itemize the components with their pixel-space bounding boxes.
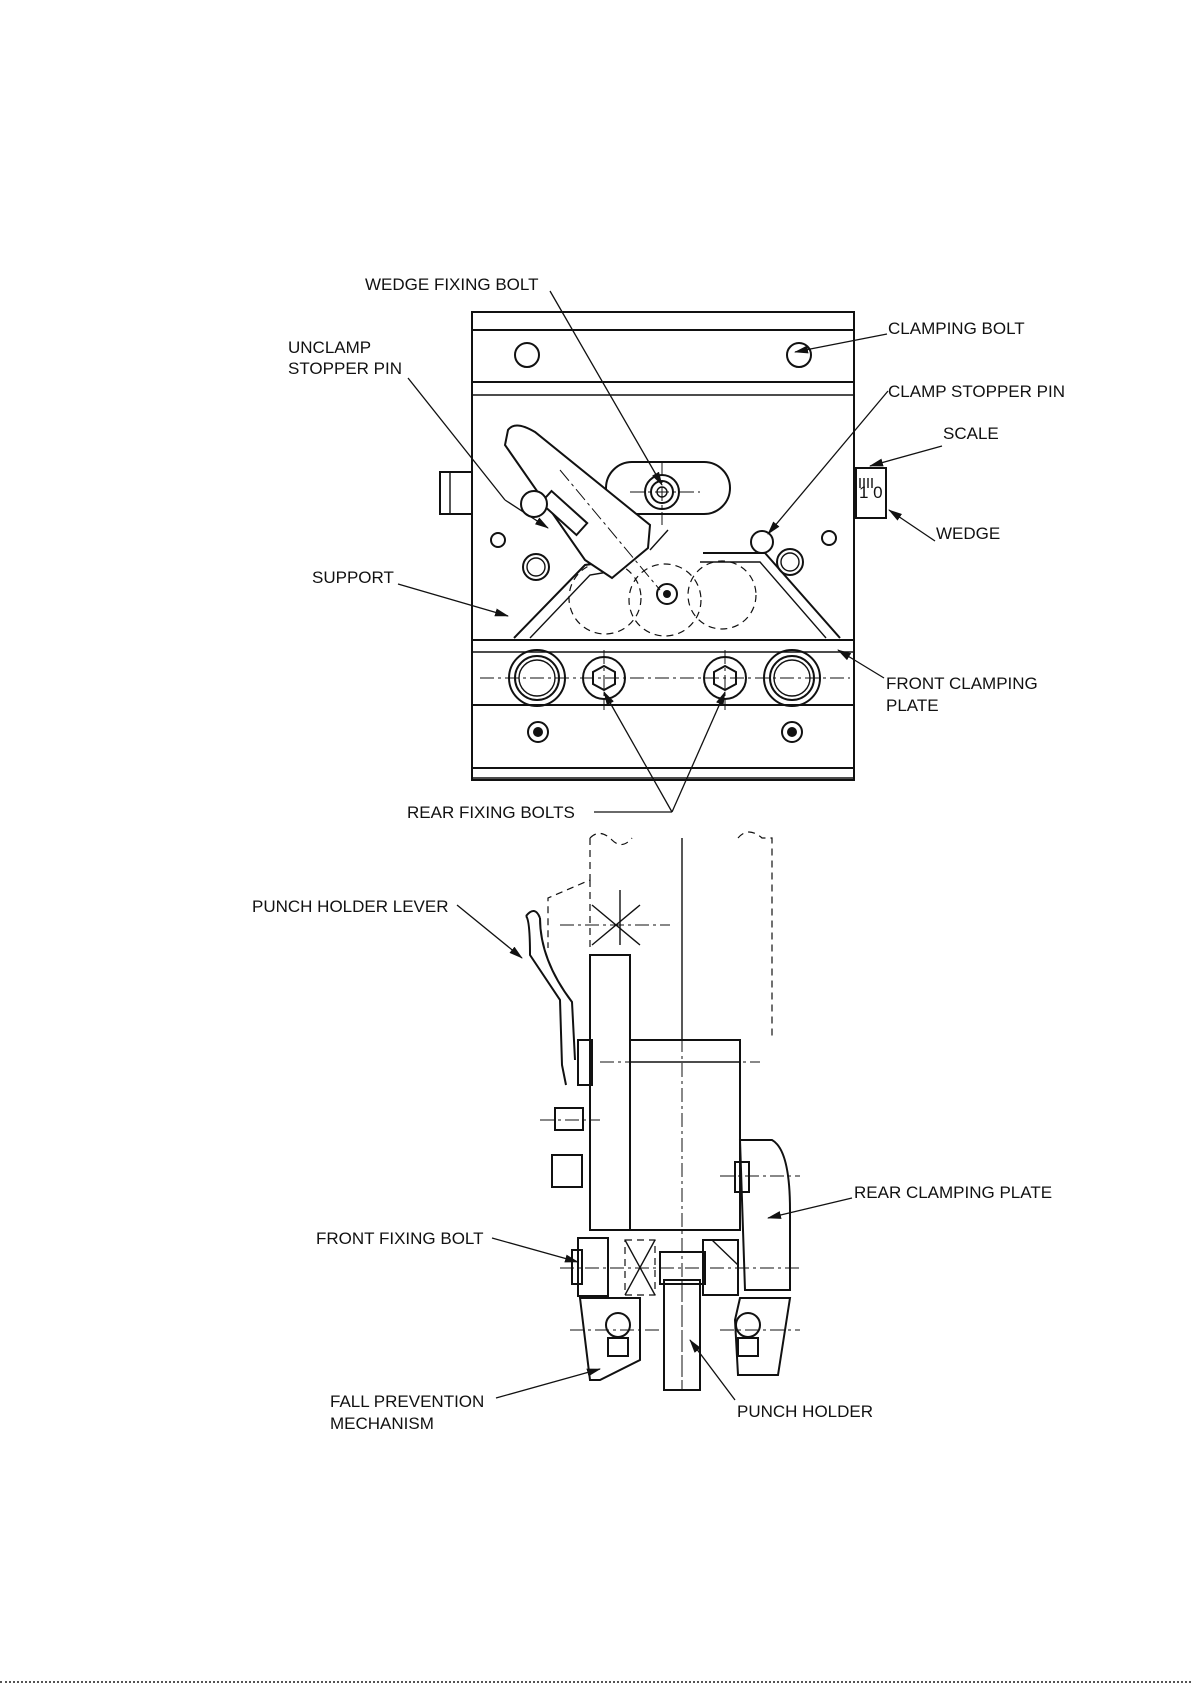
scale-marking: 1 0 xyxy=(859,483,883,502)
page-bottom-rule xyxy=(0,1681,1191,1685)
label-fall-prevention: FALL PREVENTION xyxy=(330,1392,484,1411)
label-wedge: WEDGE xyxy=(936,524,1000,543)
label-wedge-fixing-bolt: WEDGE FIXING BOLT xyxy=(365,275,538,294)
clamping-bolt xyxy=(787,343,811,367)
label-scale: SCALE xyxy=(943,424,999,443)
top-view: 1 0 xyxy=(440,312,886,780)
label-clamp-stopper-pin: CLAMP STOPPER PIN xyxy=(888,382,1065,401)
label-support: SUPPORT xyxy=(312,568,394,587)
label-punch-holder-lever: PUNCH HOLDER LEVER xyxy=(252,897,449,916)
label-fall-prevention-2: MECHANISM xyxy=(330,1414,434,1433)
label-unclamp-stopper-pin: UNCLAMP xyxy=(288,338,371,357)
label-front-clamping-plate: FRONT CLAMPING xyxy=(886,674,1038,693)
label-punch-holder: PUNCH HOLDER xyxy=(737,1402,873,1421)
clamp-stopper-pin xyxy=(751,531,773,553)
label-front-clamping-plate-2: PLATE xyxy=(886,696,939,715)
side-view xyxy=(526,832,800,1390)
punch-holder-lever xyxy=(526,916,566,1085)
label-rear-fixing-bolts: REAR FIXING BOLTS xyxy=(407,803,575,822)
label-front-fixing-bolt: FRONT FIXING BOLT xyxy=(316,1229,484,1248)
label-unclamp-stopper-pin-2: STOPPER PIN xyxy=(288,359,402,378)
callout-labels: WEDGE FIXING BOLT CLAMPING BOLT UNCLAMP … xyxy=(252,275,1065,1433)
label-clamping-bolt: CLAMPING BOLT xyxy=(888,319,1025,338)
label-rear-clamping-plate: REAR CLAMPING PLATE xyxy=(854,1183,1052,1202)
